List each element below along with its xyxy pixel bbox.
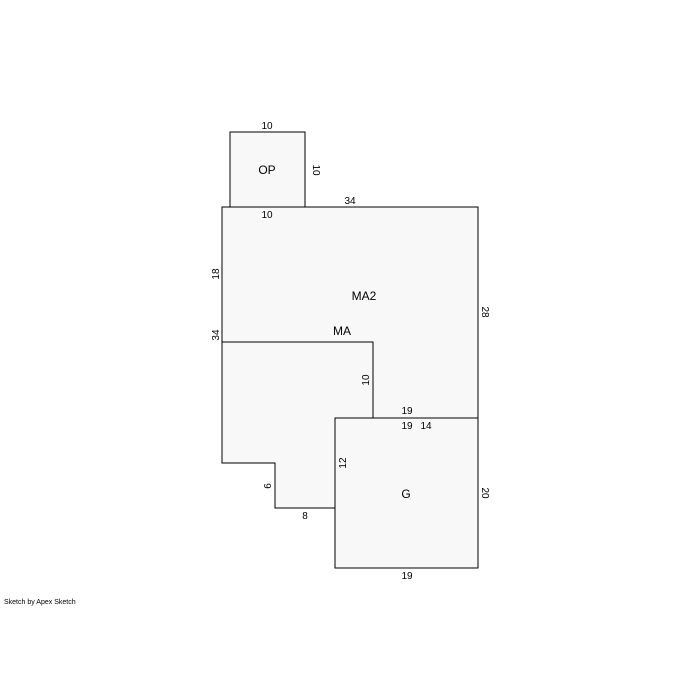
dim-op-top: 10 xyxy=(261,121,273,132)
op-area-outline xyxy=(229,131,306,208)
dim-op-bottom: 10 xyxy=(261,210,273,221)
dim-ma-inner-vertical: 10 xyxy=(361,374,372,386)
dim-ma2-right: 28 xyxy=(479,306,490,318)
dim-ma-inner-horizontal: 19 xyxy=(401,406,413,417)
dim-ma2-left-upper: 18 xyxy=(211,268,222,280)
dim-notch-vertical: 6 xyxy=(263,483,274,489)
dim-g-top-right: 14 xyxy=(420,421,432,432)
ma-area-label: MA xyxy=(333,324,351,338)
dim-g-right: 20 xyxy=(479,487,490,499)
dim-notch-horizontal: 8 xyxy=(302,511,308,522)
dim-ma2-top: 34 xyxy=(344,196,356,207)
garage-area-outline xyxy=(334,417,479,569)
dim-ma2-left-lower: 34 xyxy=(211,329,222,341)
op-area-label: OP xyxy=(258,163,275,177)
ma2-area-label: MA2 xyxy=(352,289,377,303)
sketch-credit: Sketch by Apex Sketch xyxy=(4,599,76,606)
dim-g-bottom: 19 xyxy=(401,571,413,582)
dim-g-top-left: 19 xyxy=(401,421,413,432)
dim-g-left: 12 xyxy=(338,457,349,469)
ma-division-line xyxy=(222,341,374,418)
dim-op-right: 10 xyxy=(310,164,321,176)
g-area-label: G xyxy=(401,487,410,501)
